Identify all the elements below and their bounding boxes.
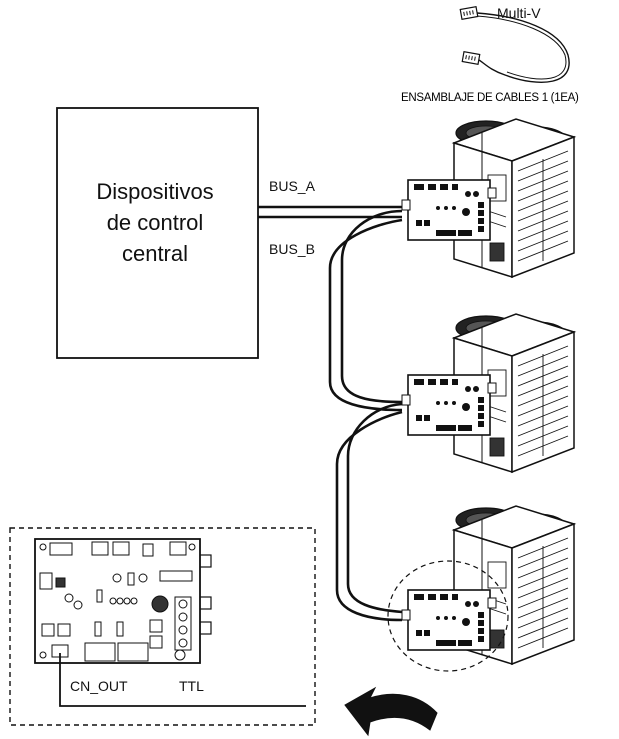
cable-loop-inner bbox=[477, 16, 566, 79]
pcb-unit-3 bbox=[402, 590, 496, 650]
cable-assembly: Multi-V ENSAMBLAJE DE CABLES 1 (1EA) bbox=[401, 5, 579, 104]
curved-arrow-icon bbox=[345, 688, 437, 735]
controller-line-2: de control bbox=[107, 210, 204, 235]
connector-bottom-icon bbox=[462, 52, 479, 65]
bus-wiring bbox=[258, 207, 402, 620]
cn-out-label: CN_OUT bbox=[70, 678, 128, 694]
pcb-unit-1 bbox=[402, 180, 496, 240]
pcb-unit-2 bbox=[402, 375, 496, 435]
cable-assembly-label: ENSAMBLAJE DE CABLES 1 (1EA) bbox=[401, 92, 579, 104]
bus-b-label: BUS_B bbox=[269, 241, 315, 257]
multi-v-label: Multi-V bbox=[497, 5, 541, 21]
controller-line-3: central bbox=[122, 241, 188, 266]
controller-line-1: Dispositivos bbox=[96, 179, 213, 204]
ttl-label: TTL bbox=[179, 678, 204, 694]
bus-a-label: BUS_A bbox=[269, 178, 316, 194]
pcb-detail: CN_OUT TTL bbox=[10, 528, 315, 725]
connector-top-icon bbox=[460, 7, 477, 20]
central-controller: Dispositivos de control central bbox=[57, 108, 258, 358]
cable-loop bbox=[477, 13, 569, 82]
